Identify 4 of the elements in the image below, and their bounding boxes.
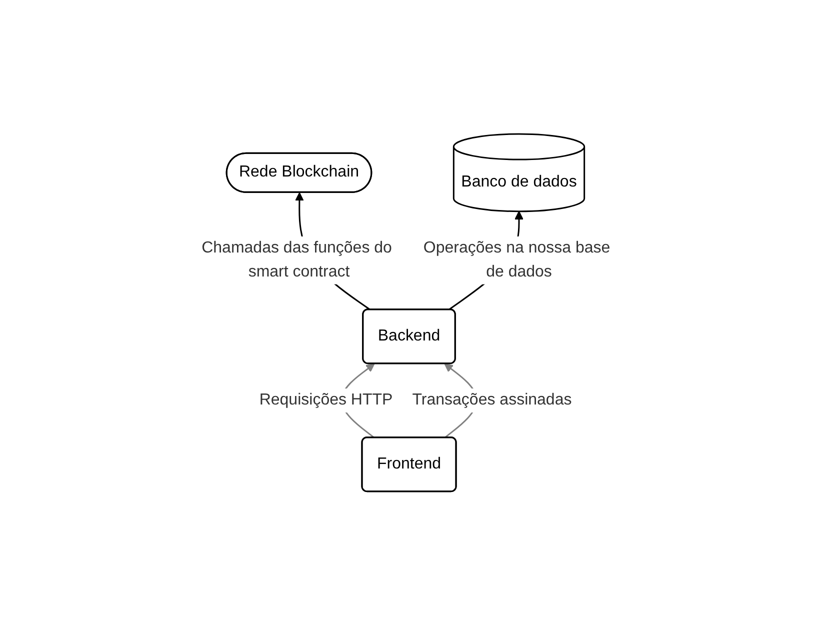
edge-label: Requisições HTTP — [258, 392, 392, 409]
edge-label: Operações na nossa base de dados — [422, 240, 610, 281]
edge-label: Transações assinadas — [412, 392, 572, 409]
edge-label: Chamadas das funções do smart contract — [201, 240, 392, 281]
